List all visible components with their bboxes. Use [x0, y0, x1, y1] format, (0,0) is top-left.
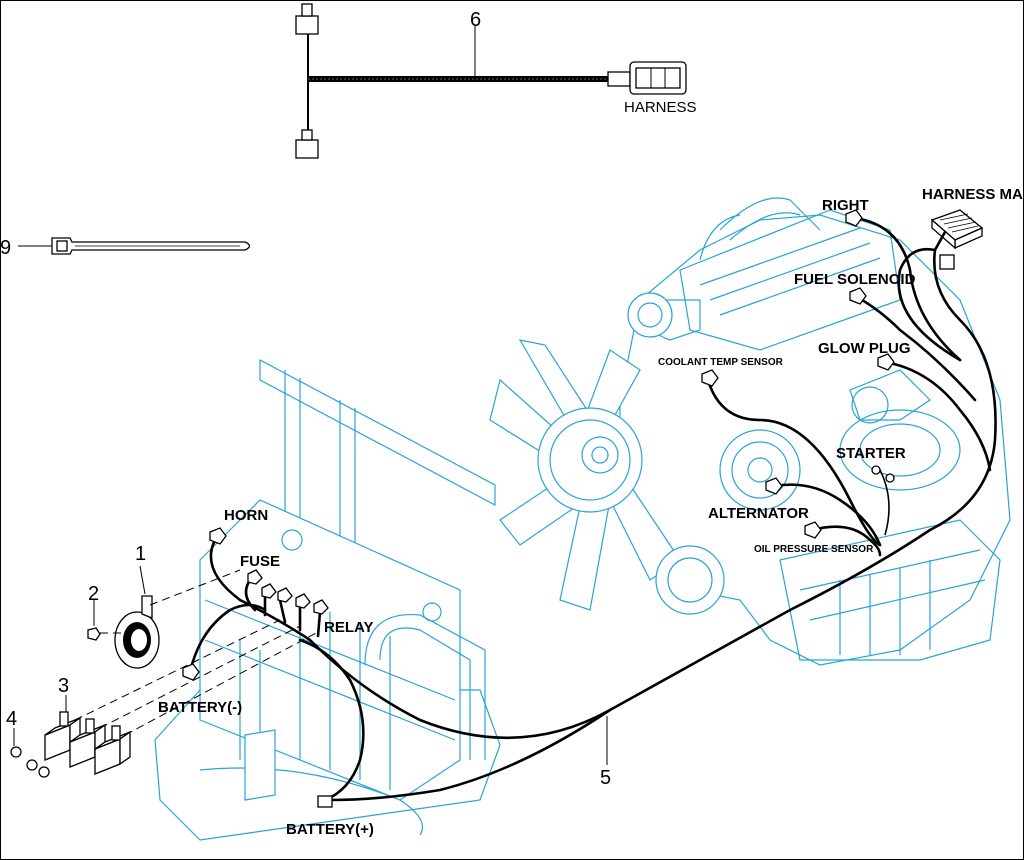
callout-labels: HARNESS HARNESS MAIN RIGHT FUEL SOLENOID…: [158, 99, 1024, 838]
part-number-9: 9: [0, 237, 11, 259]
part-1-horn: [100, 565, 241, 669]
label-fuse: FUSE: [240, 553, 280, 570]
cooling-fan: [489, 339, 725, 615]
label-glow-plug: GLOW PLUG: [818, 340, 911, 357]
part-6-harness: [295, 3, 687, 159]
part-9-cable-tie: [18, 237, 251, 255]
part-2-bolt: [87, 600, 101, 641]
label-alternator: ALTERNATOR: [708, 505, 809, 522]
part-3-relays: [44, 619, 319, 775]
part-number-4: 4: [6, 708, 17, 730]
part-number-3: 3: [58, 675, 69, 697]
label-coolant-temp-sensor: COOLANT TEMP SENSOR: [658, 357, 784, 368]
label-harness: HARNESS: [624, 99, 697, 116]
label-battery-positive: BATTERY(+): [286, 821, 374, 838]
part-number-1: 1: [135, 543, 146, 565]
label-right: RIGHT: [822, 197, 869, 214]
label-harness-main: HARNESS MAIN: [922, 186, 1024, 203]
label-starter: STARTER: [836, 445, 906, 462]
frame-structure: [154, 359, 501, 841]
label-battery-negative: BATTERY(-): [158, 699, 242, 716]
part-number-6: 6: [470, 9, 481, 31]
part-4-screws: [10, 728, 50, 778]
part-number-5: 5: [600, 767, 611, 789]
label-relay: RELAY: [324, 619, 373, 636]
part-number-2: 2: [88, 583, 99, 605]
label-fuel-solenoid: FUEL SOLENOID: [794, 271, 916, 288]
label-oil-pressure-sensor: OIL PRESSURE SENSOR: [754, 544, 874, 555]
wire-terminals: [182, 209, 895, 808]
part-number-labels: 6 9 1 2 3 4 5: [0, 9, 611, 789]
label-horn: HORN: [224, 507, 268, 524]
part-5-main-harness: [188, 216, 997, 802]
engine-body: [619, 197, 1011, 666]
